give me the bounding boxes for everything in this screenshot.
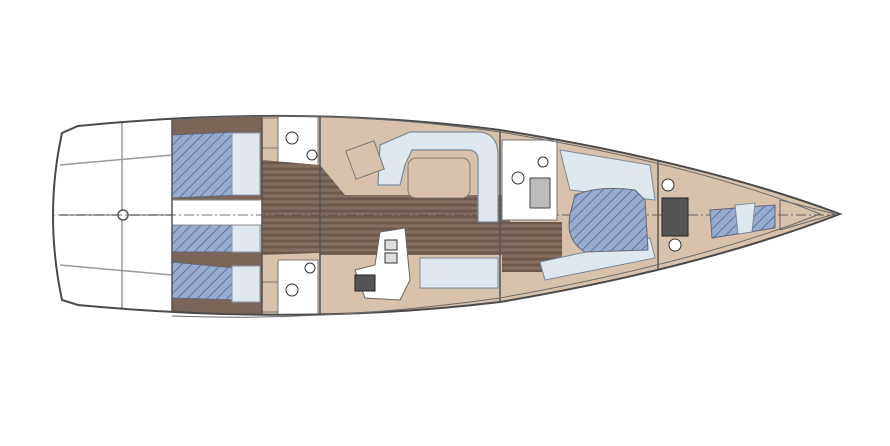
aft-head-port xyxy=(277,115,319,171)
sink-icon xyxy=(384,239,398,251)
cockpit xyxy=(53,115,172,315)
hull-outline xyxy=(52,114,843,316)
cushion-aft-center xyxy=(231,224,261,253)
cushion-aft-starboard xyxy=(231,265,261,303)
sink-icon xyxy=(306,149,318,161)
toilet-icon xyxy=(285,131,299,145)
sink-icon xyxy=(304,262,316,274)
toilet-icon xyxy=(668,238,682,252)
toilet-icon xyxy=(285,283,299,297)
saloon-settee xyxy=(377,131,499,223)
saloon-table xyxy=(407,157,471,199)
sink-icon xyxy=(537,156,549,168)
cushion-aft-port xyxy=(231,132,261,196)
saloon-settee-starboard xyxy=(419,257,499,289)
hatch-icon xyxy=(661,197,689,237)
locker xyxy=(261,281,279,313)
globe-icon xyxy=(661,178,675,192)
cushion-forward xyxy=(559,149,656,201)
bulkheads xyxy=(171,115,659,315)
locker xyxy=(261,117,279,149)
sink-icon xyxy=(384,252,398,264)
deck-edge xyxy=(171,115,822,318)
berth-aft-starboard xyxy=(171,261,241,301)
berth-aft-center xyxy=(171,224,239,253)
stove-icon xyxy=(354,274,376,292)
berth-forward xyxy=(568,187,649,253)
toilet-icon xyxy=(511,171,525,185)
shower-tray xyxy=(529,177,551,209)
cushion-forepeak xyxy=(734,202,756,235)
nav-station xyxy=(345,140,385,180)
